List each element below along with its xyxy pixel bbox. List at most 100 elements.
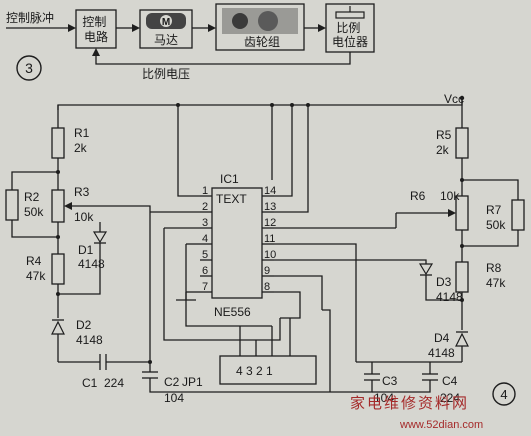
ic-pin-number: 8 xyxy=(264,281,270,293)
r8-label: R8 xyxy=(486,261,502,275)
wire xyxy=(274,291,301,319)
arrow-icon xyxy=(208,24,216,32)
gear-icon-small xyxy=(232,13,248,29)
motor-label: 马达 xyxy=(154,33,178,47)
c2-value: 104 xyxy=(164,391,184,405)
junction-dot xyxy=(460,244,464,248)
ic-pin-number: 11 xyxy=(264,233,275,245)
wire xyxy=(322,309,331,392)
pot-label: 比例 电位器 xyxy=(332,21,368,49)
ic-pin-number: 5 xyxy=(202,249,208,261)
pot-label-line2: 电位器 xyxy=(332,34,368,49)
ic-pin-number: 10 xyxy=(264,249,276,261)
wire xyxy=(425,275,462,301)
resistor-r1 xyxy=(51,127,65,159)
c4-label: C4 xyxy=(442,374,458,388)
d4-value: 4148 xyxy=(428,346,455,360)
ic-pin-number: 13 xyxy=(264,201,276,213)
ic-pin-number: 2 xyxy=(202,201,208,213)
ic-text: TEXT xyxy=(216,192,247,206)
resistor-r8 xyxy=(455,261,469,293)
ic-pin-number: 14 xyxy=(264,185,276,197)
arrow-icon xyxy=(92,48,100,56)
r1-label: R1 xyxy=(74,126,90,140)
control-circuit-label: 控制 电路 xyxy=(82,15,109,44)
ic-body xyxy=(211,187,263,299)
r1-value: 2k xyxy=(74,141,88,155)
wiper-arrow-icon xyxy=(448,209,456,217)
feedback-label: 比例电压 xyxy=(142,67,190,81)
c1-label: C1 xyxy=(82,376,98,390)
r8-value: 47k xyxy=(486,276,506,290)
vcc-label: Vcc xyxy=(444,92,464,106)
r2-value: 50k xyxy=(24,205,44,219)
r6-value: 10k xyxy=(440,189,460,203)
jp1-pins: 4 3 2 1 xyxy=(236,364,273,378)
wire xyxy=(462,230,519,247)
control-circuit-line1: 控制 xyxy=(82,15,106,29)
watermark-text: 家电维修资料网 xyxy=(350,395,469,412)
feedback-line xyxy=(95,52,351,65)
wire xyxy=(274,105,293,197)
d3-label: D3 xyxy=(436,275,452,289)
wire xyxy=(274,105,309,213)
r7-value: 50k xyxy=(486,218,506,232)
resistor-r2 xyxy=(5,189,19,221)
c3-value: 104 xyxy=(374,391,394,405)
wire xyxy=(330,380,373,393)
watermark-url: www.52dian.com xyxy=(399,419,483,431)
gearbox-box xyxy=(215,3,305,51)
d1-value: 4148 xyxy=(78,257,105,271)
figure-number-3: 3 xyxy=(25,60,33,76)
wiper-arrow-icon xyxy=(64,202,72,210)
wire xyxy=(58,243,101,295)
jp1-label: JP1 xyxy=(182,375,203,389)
r5-value: 2k xyxy=(436,143,450,157)
d2-label: D2 xyxy=(76,318,92,332)
figure-number-4: 4 xyxy=(500,387,507,402)
wire xyxy=(11,171,58,190)
r7-label: R7 xyxy=(486,203,502,217)
pot-label-line1: 比例 xyxy=(336,21,360,35)
wire xyxy=(274,275,323,310)
diode-d3 xyxy=(418,263,434,276)
control-circuit-line2: 电路 xyxy=(84,29,108,44)
ic-pin-number: 7 xyxy=(202,281,208,293)
motor-icon-core xyxy=(160,15,172,27)
ic-pin-number: 6 xyxy=(202,265,208,277)
vcc-rail xyxy=(57,98,463,110)
r4-value: 47k xyxy=(26,269,46,283)
wire xyxy=(372,380,431,393)
d1-label: D1 xyxy=(78,243,94,257)
jumper-jp1 xyxy=(219,355,317,385)
c1-value: 224 xyxy=(104,376,124,390)
ic-pin-number: 3 xyxy=(202,217,208,229)
motor-symbol: M xyxy=(162,17,170,28)
wire xyxy=(420,259,427,264)
ic-part: NE556 xyxy=(214,305,251,319)
r3-label: R3 xyxy=(74,185,90,199)
potentiometer-r3 xyxy=(51,189,65,223)
block-diagram: 控制脉冲 控制 电路 M 马达 齿轮组 比例 电位器 比例电 xyxy=(6,3,375,81)
figure-number-circle xyxy=(492,382,516,406)
diode-d2 xyxy=(51,320,65,335)
resistor-r4 xyxy=(51,253,65,285)
gear-icon-large xyxy=(258,11,278,31)
r5-label: R5 xyxy=(436,128,452,142)
diode-d4 xyxy=(455,332,469,347)
gearbox-label: 齿轮组 xyxy=(244,35,280,49)
wire xyxy=(274,243,357,362)
c4-value: 224 xyxy=(440,391,460,405)
arrow-icon xyxy=(132,24,140,32)
wire xyxy=(163,228,281,341)
ic-pin-number: 12 xyxy=(264,217,276,229)
r2-label: R2 xyxy=(24,190,40,204)
r3-value: 10k xyxy=(74,210,94,224)
junction-dot xyxy=(56,235,60,239)
c2-label: C2 xyxy=(164,375,180,389)
ic-pin-number: 1 xyxy=(202,185,208,197)
r4-label: R4 xyxy=(26,254,42,268)
